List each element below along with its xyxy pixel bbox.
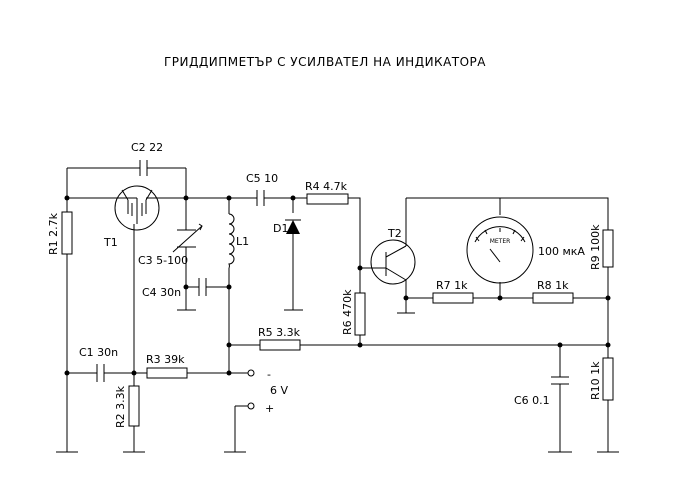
capacitor-c4 xyxy=(198,278,207,296)
capacitor-c6 xyxy=(551,345,569,452)
label-r5: R5 3.3k xyxy=(258,326,301,339)
meter-face-label: METER xyxy=(490,238,511,245)
inductor-l1 xyxy=(228,213,235,269)
resistor-r1 xyxy=(61,211,73,255)
resistor-r7 xyxy=(432,292,474,304)
label-l1: L1 xyxy=(236,235,249,248)
capacitor-c2 xyxy=(126,160,163,176)
label-r3: R3 39k xyxy=(146,353,185,366)
label-meter-value: 100 мкА xyxy=(538,245,585,258)
wires-right xyxy=(406,197,609,452)
resistor-r9 xyxy=(602,229,614,268)
resistor-r5 xyxy=(259,339,301,351)
diode-d1 xyxy=(285,219,301,234)
resistor-r6 xyxy=(354,292,366,336)
label-r7: R7 1k xyxy=(436,279,468,292)
resistor-r4 xyxy=(306,193,349,205)
capacitor-c1 xyxy=(96,364,105,382)
transistor-t1 xyxy=(114,185,160,231)
label-c6: C6 0.1 xyxy=(514,394,550,407)
meter-gauge: METER xyxy=(466,216,534,284)
label-r4: R4 4.7k xyxy=(305,180,348,193)
label-d1: D1 xyxy=(273,222,288,235)
label-r1: R1 2.7k xyxy=(47,212,60,255)
supply-voltage-label: 6 V xyxy=(270,384,288,397)
label-r10: R10 1k xyxy=(589,361,602,400)
terminal-plus xyxy=(247,402,255,410)
label-r2: R2 3.3k xyxy=(114,385,127,428)
schematic-title: ГРИДДИПМЕТЪР С УСИЛВАТЕЛ НА ИНДИКАТОРА xyxy=(164,55,486,69)
supply-plus-label: + xyxy=(265,402,274,415)
label-t1: T1 xyxy=(103,236,118,249)
capacitor-c3-variable xyxy=(172,223,203,253)
resistor-r2 xyxy=(128,385,140,427)
resistor-r3 xyxy=(146,367,188,379)
supply-minus-label: - xyxy=(267,368,271,381)
label-c4: C4 30n xyxy=(142,286,181,299)
label-r8: R8 1k xyxy=(537,279,569,292)
junction-dots xyxy=(64,195,611,376)
transistor-t2 xyxy=(360,198,416,298)
capacitor-c5 xyxy=(256,190,265,206)
label-c5: C5 10 xyxy=(246,172,278,185)
resistor-r10 xyxy=(602,357,614,401)
label-c1: C1 30n xyxy=(79,346,118,359)
wires-left xyxy=(66,167,608,452)
label-r6: R6 470k xyxy=(341,289,354,335)
terminal-minus xyxy=(247,369,255,377)
label-r9: R9 100k xyxy=(589,224,602,270)
label-c2: C2 22 xyxy=(131,141,163,154)
label-t2: T2 xyxy=(387,227,402,240)
label-c3: C3 5-100 xyxy=(138,254,188,267)
resistor-r8 xyxy=(532,292,574,304)
